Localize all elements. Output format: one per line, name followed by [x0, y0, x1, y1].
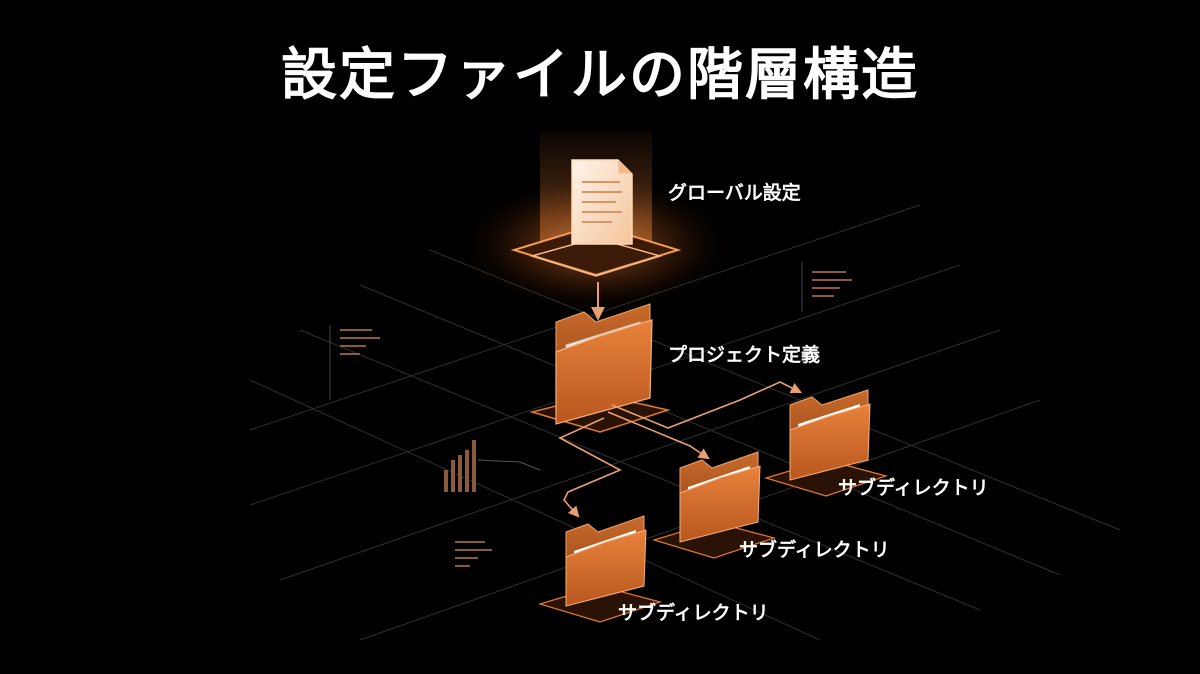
subdirectory-label-2: サブディレクトリ — [739, 539, 890, 561]
decor-bar-chart — [444, 440, 476, 492]
connectors-project-to-subdirectories — [558, 381, 803, 518]
decor-text-lines-bottom — [455, 541, 492, 567]
subdirectory-folder-1 — [763, 389, 889, 497]
subdirectory-folder-3 — [537, 515, 663, 623]
decor-text-lines-right — [812, 271, 852, 297]
global-settings-node — [510, 130, 682, 277]
folder-icon — [555, 303, 653, 425]
project-definition-label: プロジェクト定義 — [668, 344, 821, 366]
page-title: 設定ファイルの階層構造 — [281, 43, 919, 108]
folder-icon — [679, 451, 761, 543]
subdirectory-folder-2 — [651, 451, 777, 559]
project-folder-node — [529, 303, 671, 433]
subdirectory-label-1: サブディレクトリ — [838, 477, 989, 499]
folder-icon — [565, 515, 647, 607]
document-icon — [571, 159, 633, 245]
decor-text-lines-left — [340, 329, 380, 355]
subdirectory-label-3: サブディレクトリ — [618, 602, 769, 624]
global-settings-label: グローバル設定 — [668, 182, 801, 204]
folder-icon — [789, 389, 871, 481]
